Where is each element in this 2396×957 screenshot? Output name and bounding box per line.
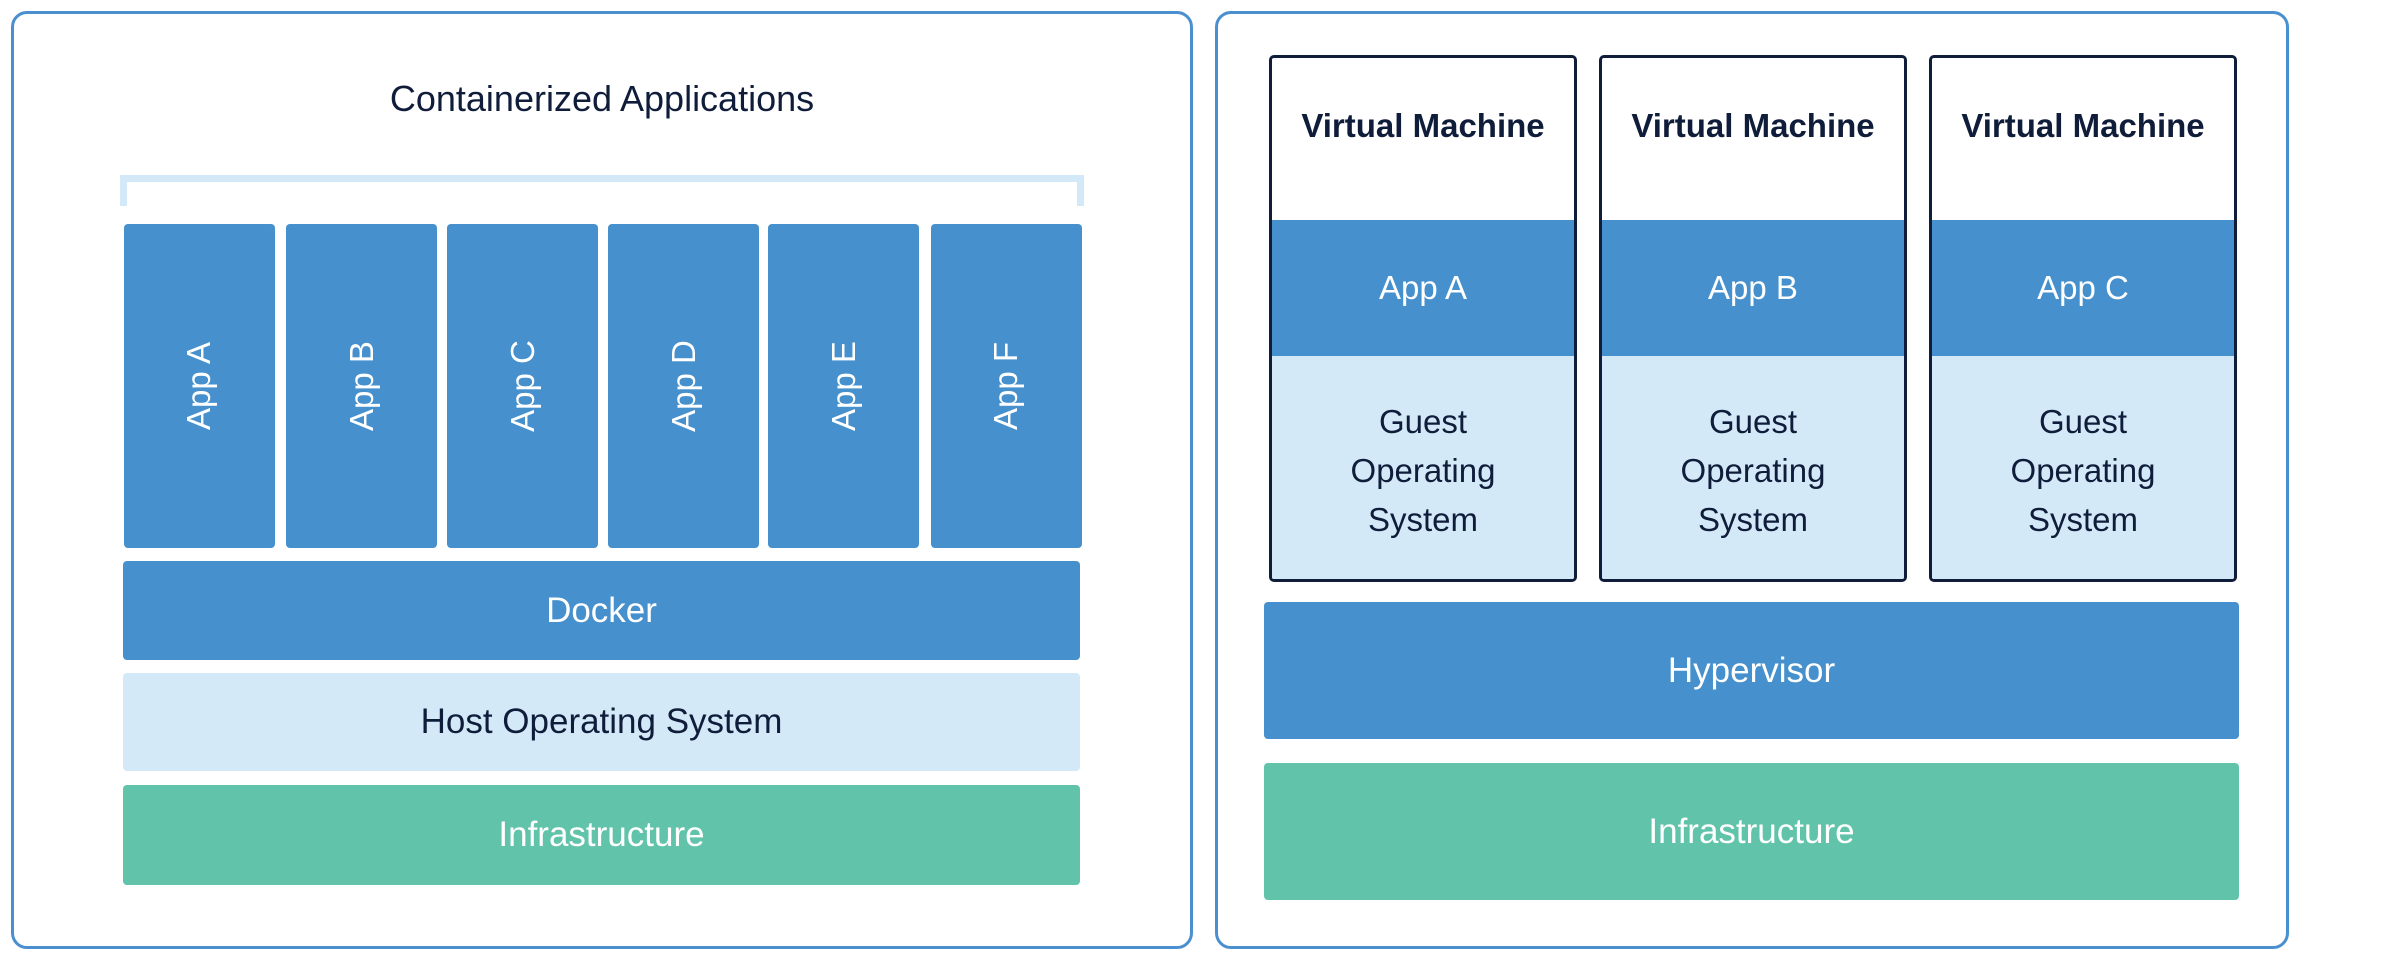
vm-app: App C	[1932, 220, 2234, 356]
apps-bracket	[120, 175, 1084, 206]
container-app: App C	[447, 224, 598, 548]
virtual-machine: Virtual Machine App C Guest Operating Sy…	[1929, 55, 2237, 582]
container-app-label: App A	[180, 341, 218, 431]
guest-os-line: Operating	[1350, 452, 1496, 489]
container-app: App B	[286, 224, 437, 548]
virtual-machine: Virtual Machine App A Guest Operating Sy…	[1269, 55, 1577, 582]
container-app: App D	[608, 224, 759, 548]
guest-os-line: System	[1367, 501, 1479, 538]
container-app-label: App B	[342, 341, 380, 431]
container-app-label: App E	[824, 341, 862, 431]
container-app: App A	[124, 224, 275, 548]
host-os-layer: Host Operating System	[123, 673, 1080, 771]
guest-os-line: Operating	[1680, 452, 1826, 489]
container-app: App E	[768, 224, 919, 548]
container-app-label: App F	[987, 341, 1025, 431]
guest-os-line: Guest	[1708, 403, 1798, 440]
vm-title: Virtual Machine	[1961, 107, 2205, 144]
virtual-machine: Virtual Machine App B Guest Operating Sy…	[1599, 55, 1907, 582]
guest-os-line: Guest	[2038, 403, 2128, 440]
containers-infrastructure-layer: Infrastructure	[123, 785, 1080, 885]
guest-os-line: System	[1697, 501, 1809, 538]
vm-title: Virtual Machine	[1631, 107, 1875, 144]
containers-title: Containerized Applications	[389, 78, 815, 119]
hypervisor-layer: Hypervisor	[1264, 602, 2239, 739]
docker-layer: Docker	[123, 561, 1080, 660]
vms-infrastructure-layer: Infrastructure	[1264, 763, 2239, 900]
container-app-label: App C	[503, 340, 541, 432]
guest-os-line: System	[2027, 501, 2139, 538]
guest-os: Guest Operating System	[1932, 356, 2234, 579]
vm-title: Virtual Machine	[1301, 107, 1545, 144]
guest-os: Guest Operating System	[1602, 356, 1904, 579]
vm-app: App B	[1602, 220, 1904, 356]
guest-os-line: Operating	[2010, 452, 2156, 489]
vm-app: App A	[1272, 220, 1574, 356]
guest-os: Guest Operating System	[1272, 356, 1574, 579]
guest-os-line: Guest	[1378, 403, 1468, 440]
container-app: App F	[931, 224, 1082, 548]
container-app-label: App D	[664, 340, 702, 432]
